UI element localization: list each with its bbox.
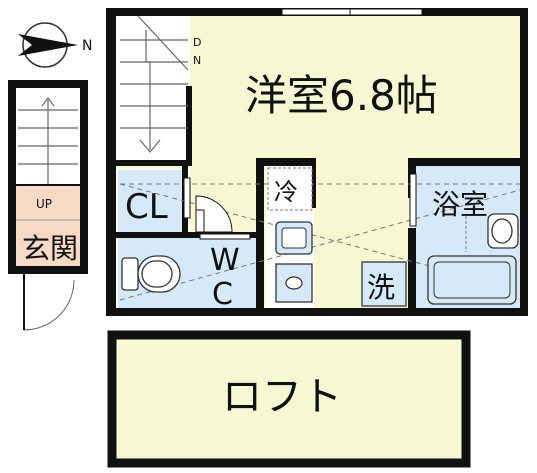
loft-label: ロフト [222,374,342,420]
entrance-door-swing [23,274,75,331]
window-top [281,8,423,16]
compass-label: N [82,38,92,54]
western-room-label: 洋室6.8帖 [245,71,438,120]
loft-room [107,330,471,468]
north-arrow-icon [18,22,78,68]
wc-label-w: W [210,243,240,278]
bath-label: 浴室 [432,188,488,221]
closet-floor [118,170,182,232]
door-swing [195,195,233,233]
closet-door [183,177,191,219]
entrance-label: 玄関 [22,232,78,265]
laundry-space [361,261,407,307]
entrance-floor [16,186,80,266]
fridge-space [267,167,313,211]
washbasin-icon [487,213,519,249]
bath-door [409,173,417,227]
wc-door [199,233,251,240]
fridge-label: 冷 [274,178,298,206]
stair-down-label-d: D [193,36,201,49]
stairs-down [120,15,189,153]
stair-down-label-n: N [193,54,201,67]
toilet-icon [121,255,181,293]
stair-up-label: UP [36,197,52,211]
wc-label-c: C [212,277,233,312]
stairs-up [18,97,78,184]
laundry-label: 洗 [367,271,395,304]
closet-label: CL [125,187,168,227]
stair-floor [116,16,190,164]
